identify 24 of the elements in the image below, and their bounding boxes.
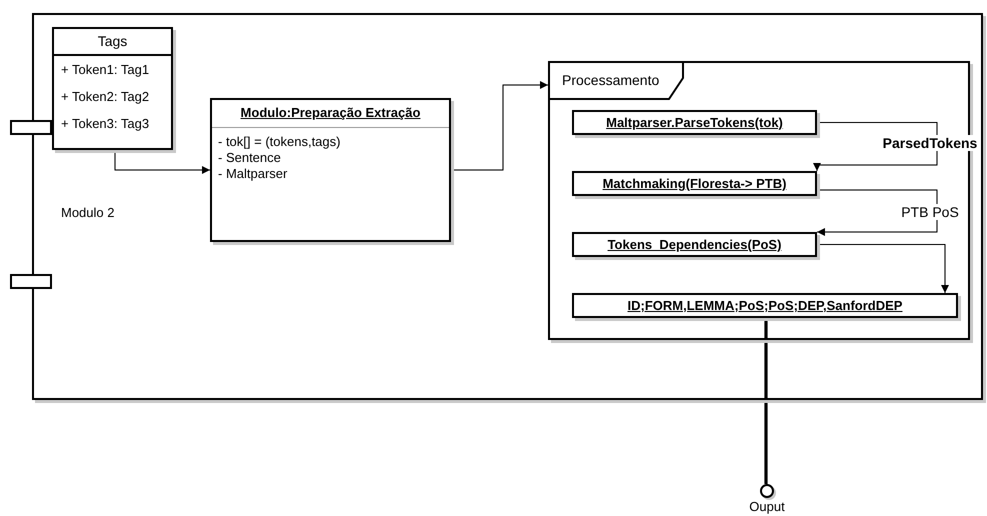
class-attribute: - Maltparser: [217, 166, 288, 182]
component-box: [32, 13, 983, 400]
port-label: Ouput: [749, 499, 785, 514]
edge-label: ParsedTokens: [882, 135, 978, 151]
class-attribute: + Token3: Tag3: [60, 115, 150, 133]
arrow: [813, 122, 938, 172]
edge-label: PTB PoS: [900, 204, 960, 220]
class-name: Modulo:Preparação Extração: [212, 100, 449, 128]
output-port-circle: [760, 484, 774, 498]
class-attribute: + Token1: Tag1: [60, 61, 150, 79]
method-box: ID;FORM,LEMMA;PoS;PoS;DEP,SanfordDEP: [572, 293, 958, 318]
method-box: Tokens_Dependencies(PoS): [572, 232, 817, 257]
method-box: Matchmaking(Floresta-> PTB): [572, 171, 817, 196]
class-box: [210, 98, 451, 242]
class-box: [52, 27, 173, 150]
class-attribute: - tok[] = (tokens,tags): [217, 134, 342, 150]
frame-title: Processamento: [562, 72, 660, 88]
method-box: Maltparser.ParseTokens(tok): [572, 110, 817, 135]
component-label: Modulo 2: [61, 205, 114, 220]
class-attribute: - Sentence: [217, 150, 282, 166]
arrow: [816, 190, 938, 236]
class-attribute: + Token2: Tag2: [60, 88, 150, 106]
connector-line: [764, 318, 768, 484]
class-name: Tags: [54, 29, 171, 56]
